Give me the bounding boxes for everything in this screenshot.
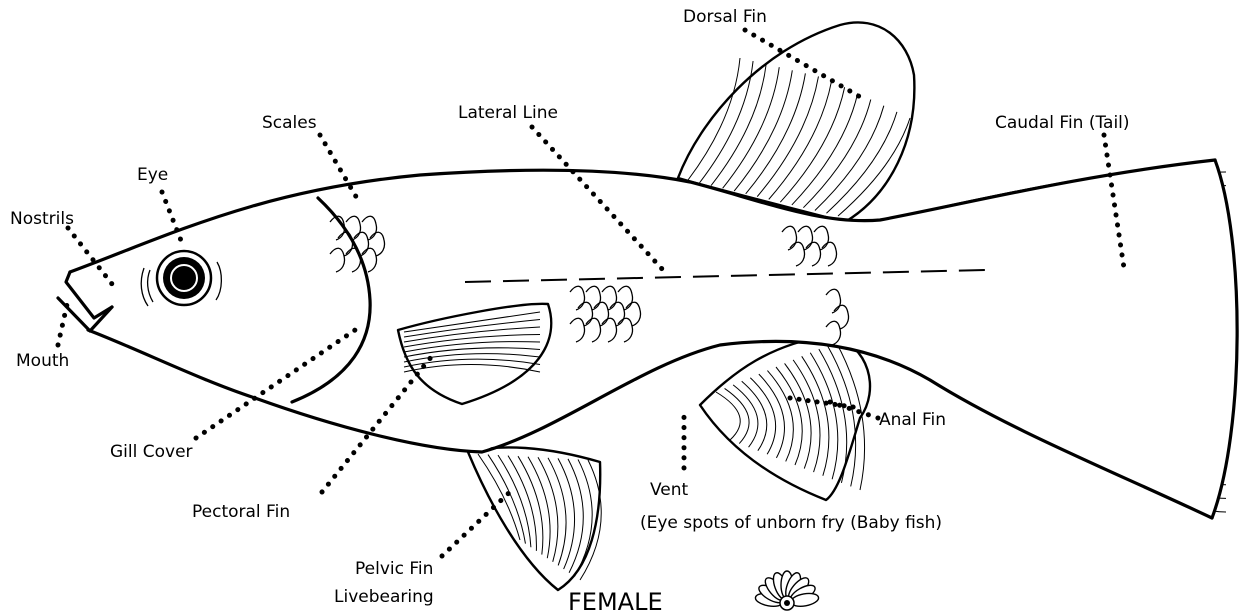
label-anal-fin: Anal Fin: [879, 410, 946, 430]
label-gill-cover: Gill Cover: [110, 442, 193, 462]
anal-fin: [700, 335, 870, 500]
leader-pelvic: [442, 490, 512, 556]
label-scales: Scales: [262, 113, 317, 133]
label-eye-spots: (Eye spots of unborn fry (Baby fish): [640, 513, 942, 533]
label-pectoral-fin: Pectoral Fin: [192, 502, 290, 522]
label-eye: Eye: [137, 165, 168, 185]
label-mouth: Mouth: [16, 351, 69, 371]
flower-icon: [754, 571, 819, 610]
label-vent: Vent: [650, 480, 689, 500]
label-pelvic-fin: Pelvic Fin: [355, 559, 433, 579]
pelvic-fin: [468, 447, 601, 590]
fish-body: [58, 160, 1237, 518]
label-nostrils: Nostrils: [10, 209, 74, 229]
label-dorsal-fin: Dorsal Fin: [683, 7, 767, 27]
label-lateral-line: Lateral Line: [458, 103, 558, 123]
label-female: FEMALE: [568, 588, 663, 615]
label-caudal-fin: Caudal Fin (Tail): [995, 113, 1130, 133]
label-livebearing: Livebearing: [334, 587, 434, 607]
leader-mouth: [58, 300, 68, 345]
